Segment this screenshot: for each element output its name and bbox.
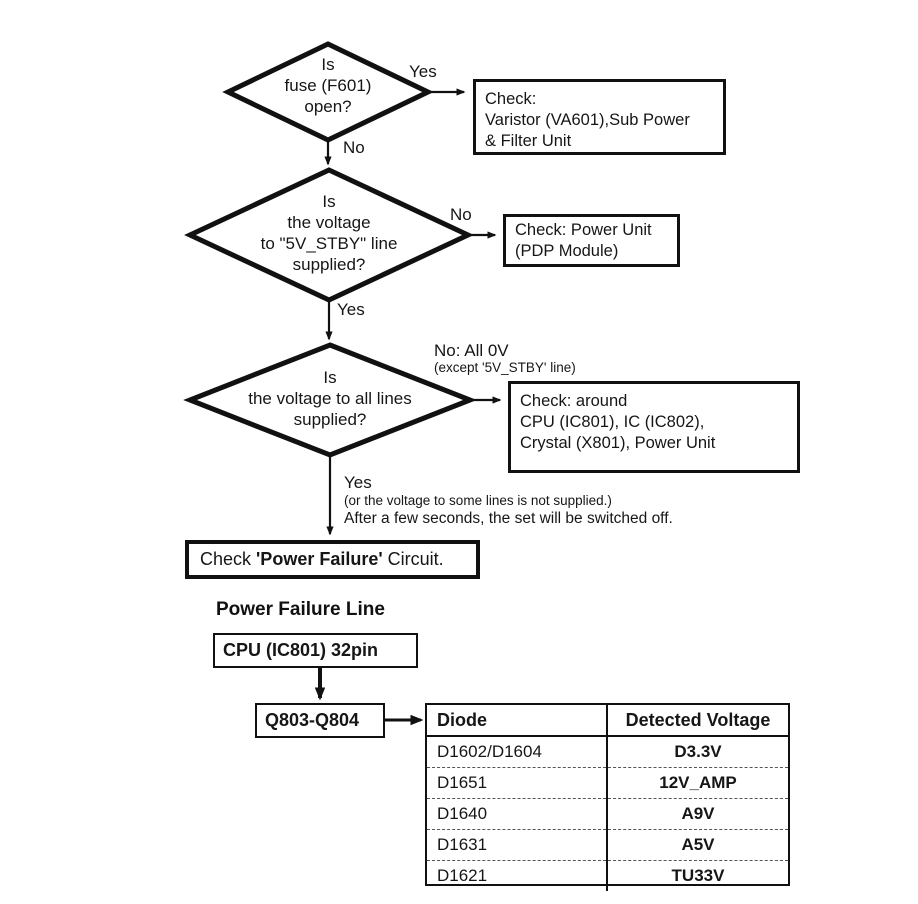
edge-label-all-lines-no-detail: (except '5V_STBY' line) xyxy=(434,360,576,375)
edge-label-fuse-no: No xyxy=(343,138,365,157)
check-prefix: Check xyxy=(200,549,257,569)
diode-voltage-table: Diode Detected Voltage D1602/D1604 D3.3V… xyxy=(425,703,790,891)
check-around-text: Check: around CPU (IC801), IC (IC802), C… xyxy=(520,392,716,452)
check-varistor-text: Check: Varistor (VA601),Sub Power & Filt… xyxy=(485,90,690,150)
table-cell-diode: D1621 xyxy=(427,860,608,891)
table-row: D1640 A9V xyxy=(427,798,788,830)
table-cell-diode: D1631 xyxy=(427,829,608,861)
table-header-diode: Diode xyxy=(427,705,608,737)
check-varistor-box[interactable]: Check: Varistor (VA601),Sub Power & Filt… xyxy=(473,79,726,155)
table-cell-voltage: A5V xyxy=(607,829,788,861)
edge-label-stby-yes: Yes xyxy=(337,300,365,319)
table-cell-diode: D1651 xyxy=(427,767,608,799)
table-cell-voltage: TU33V xyxy=(607,860,788,891)
check-power-unit-box[interactable]: Check: Power Unit (PDP Module) xyxy=(503,214,680,267)
decision-stby-label: Is the voltage to "5V_STBY" line supplie… xyxy=(260,192,398,274)
table-head: Diode Detected Voltage xyxy=(427,705,788,737)
edge-label-fuse-yes: Yes xyxy=(409,62,437,81)
check-power-failure-circuit-text: Check 'Power Failure' Circuit. xyxy=(189,549,444,570)
edge-label-stby-no: No xyxy=(450,205,472,224)
table-cell-voltage: A9V xyxy=(607,798,788,830)
check-power-failure-circuit-box[interactable]: Check 'Power Failure' Circuit. xyxy=(185,540,480,579)
table-row: D1651 12V_AMP xyxy=(427,767,788,799)
table-row: D1631 A5V xyxy=(427,829,788,861)
edge-label-switched-off-note: After a few seconds, the set will be swi… xyxy=(344,510,673,527)
table-cell-diode: D1602/D1604 xyxy=(427,736,608,768)
decision-all-lines-label: Is the voltage to all lines supplied? xyxy=(248,368,412,429)
table-row: D1602/D1604 D3.3V xyxy=(427,736,788,768)
check-power-unit-text: Check: Power Unit (PDP Module) xyxy=(515,220,652,260)
table-cell-voltage: 12V_AMP xyxy=(607,767,788,799)
diode-voltage-table-inner: Diode Detected Voltage D1602/D1604 D3.3V… xyxy=(427,705,788,891)
edge-label-all-lines-no: No: All 0V xyxy=(434,341,509,360)
table-body: D1602/D1604 D3.3V D1651 12V_AMP D1640 A9… xyxy=(427,736,788,891)
table-header-row: Diode Detected Voltage xyxy=(427,705,788,737)
edge-label-all-lines-yes: Yes xyxy=(344,473,372,492)
table-cell-voltage: D3.3V xyxy=(674,742,722,761)
table-cell-diode: D1640 xyxy=(427,798,608,830)
check-suffix: Circuit. xyxy=(382,549,444,569)
power-failure-bold: 'Power Failure' xyxy=(256,549,383,569)
transistors-text: Q803-Q804 xyxy=(265,710,360,730)
transistors-box[interactable]: Q803-Q804 xyxy=(255,703,385,738)
cpu-pin-box[interactable]: CPU (IC801) 32pin xyxy=(213,633,418,668)
check-around-box[interactable]: Check: around CPU (IC801), IC (IC802), C… xyxy=(508,381,800,473)
table-header-detected-voltage: Detected Voltage xyxy=(607,705,788,737)
cpu-pin-text: CPU (IC801) 32pin xyxy=(223,640,379,660)
edge-label-all-lines-yes-detail: (or the voltage to some lines is not sup… xyxy=(344,493,612,508)
decision-fuse-label: Is fuse (F601) open? xyxy=(284,55,372,116)
page-section-heading: Power Failure Line xyxy=(216,599,385,620)
table-row: D1621 TU33V xyxy=(427,860,788,891)
